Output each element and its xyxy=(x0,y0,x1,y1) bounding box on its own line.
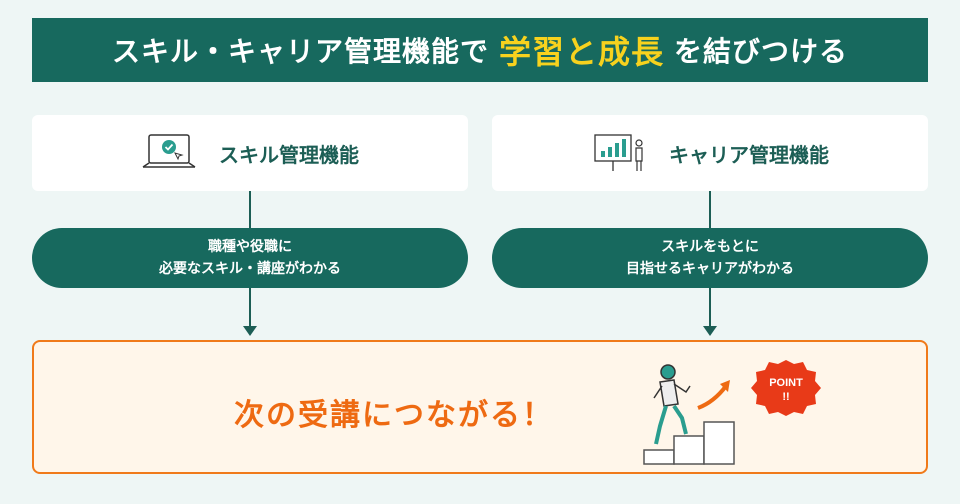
career-benefit-pill: スキルをもとに 目指せるキャリアがわかる xyxy=(492,228,928,288)
climbing-person-icon xyxy=(653,364,691,445)
climbing-stairs-illustration: POINT !! xyxy=(643,360,821,465)
laptop-check-icon xyxy=(142,134,196,168)
skill-management-label: スキル管理機能 xyxy=(219,142,359,167)
stairs-icon xyxy=(643,421,735,465)
point-badge: POINT !! xyxy=(751,360,821,416)
skill-benefit-line1: 職種や役職に xyxy=(208,239,292,255)
result-text: 次の受講につながる！ xyxy=(234,398,554,433)
point-badge-line1: POINT xyxy=(769,377,803,389)
point-badge-line2: !! xyxy=(782,391,789,403)
career-benefit-line2: 目指せるキャリアがわかる xyxy=(626,261,794,277)
arrow-down-icon xyxy=(703,326,717,336)
career-management-label: キャリア管理機能 xyxy=(669,142,829,167)
title-prefix: スキル・キャリア管理機能で xyxy=(111,35,489,68)
career-management-card: キャリア管理機能 xyxy=(492,115,928,191)
growth-arrowhead-icon xyxy=(720,380,730,392)
connector-line-left-top xyxy=(249,191,251,228)
connector-line-right-top xyxy=(709,191,711,228)
title-suffix: を結びつける xyxy=(674,35,849,68)
skill-benefit-line2: 必要なスキル・講座がわかる xyxy=(159,261,341,277)
connector-line-right-bottom xyxy=(709,288,711,328)
presentation-chart-icon xyxy=(594,134,643,171)
result-box: 次の受講につながる！ POINT !! xyxy=(32,340,928,474)
growth-arrow-icon xyxy=(697,384,728,410)
skill-management-card: スキル管理機能 xyxy=(32,115,468,191)
page-title-banner: スキル・キャリア管理機能で 学習と成長 を結びつける xyxy=(32,18,928,82)
skill-benefit-pill: 職種や役職に 必要なスキル・講座がわかる xyxy=(32,228,468,288)
career-benefit-line1: スキルをもとに xyxy=(661,239,759,255)
title-accent: 学習と成長 xyxy=(498,33,664,71)
connector-line-left-bottom xyxy=(249,288,251,328)
arrow-down-icon xyxy=(243,326,257,336)
